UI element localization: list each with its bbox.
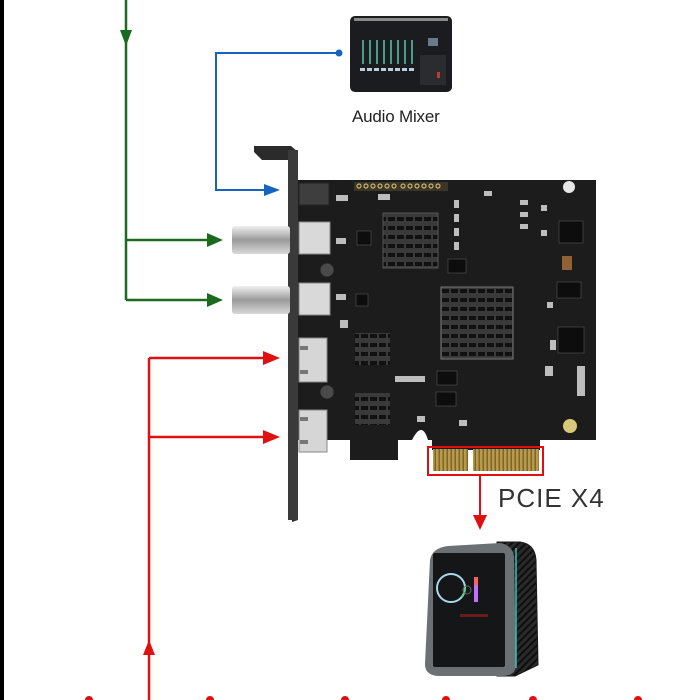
sdi-port-1 bbox=[232, 221, 331, 255]
pc-tower-icon bbox=[425, 541, 539, 677]
pcie-arrow bbox=[473, 515, 487, 530]
audio-line-endpoint bbox=[335, 49, 343, 57]
heatsink bbox=[355, 393, 390, 425]
sdi-connection-lines bbox=[124, 0, 210, 302]
pcie-label: PCIE X4 bbox=[498, 483, 605, 513]
audio-mixer-label: Audio Mixer bbox=[352, 107, 440, 126]
heatsink bbox=[382, 212, 439, 269]
main-heatsink bbox=[440, 286, 514, 360]
source-marker bbox=[85, 696, 93, 700]
sdi-arrow-1 bbox=[207, 233, 223, 247]
hdmi-arrow-up bbox=[143, 640, 155, 655]
audio-connection-line bbox=[215, 52, 338, 191]
mounting-hole bbox=[563, 181, 575, 193]
source-marker bbox=[529, 696, 537, 700]
sdi-arrow-2 bbox=[207, 293, 223, 307]
pcie-fingers-short bbox=[433, 449, 468, 471]
pcie-highlight-box bbox=[427, 446, 544, 476]
sdi-port-2 bbox=[232, 282, 331, 316]
left-border bbox=[0, 0, 4, 700]
mounting-hole bbox=[563, 419, 577, 433]
hdmi-arrow-1 bbox=[263, 351, 280, 365]
source-marker bbox=[341, 696, 349, 700]
source-marker bbox=[442, 696, 450, 700]
capture-card bbox=[232, 146, 596, 522]
audio-mixer-icon bbox=[350, 16, 452, 92]
heatsink bbox=[355, 333, 390, 365]
hdmi-connection-lines bbox=[147, 356, 268, 700]
source-marker bbox=[206, 696, 214, 700]
hdmi-port-2 bbox=[298, 409, 328, 453]
hdmi-port-1 bbox=[298, 337, 328, 383]
bottom-source-markers bbox=[85, 696, 642, 700]
source-marker bbox=[634, 696, 642, 700]
sdi-arrow-down bbox=[120, 30, 132, 46]
audio-port bbox=[298, 182, 330, 206]
pcie-fingers-long bbox=[473, 449, 539, 471]
audio-arrow bbox=[264, 184, 280, 196]
hdmi-arrow-2 bbox=[263, 430, 280, 444]
